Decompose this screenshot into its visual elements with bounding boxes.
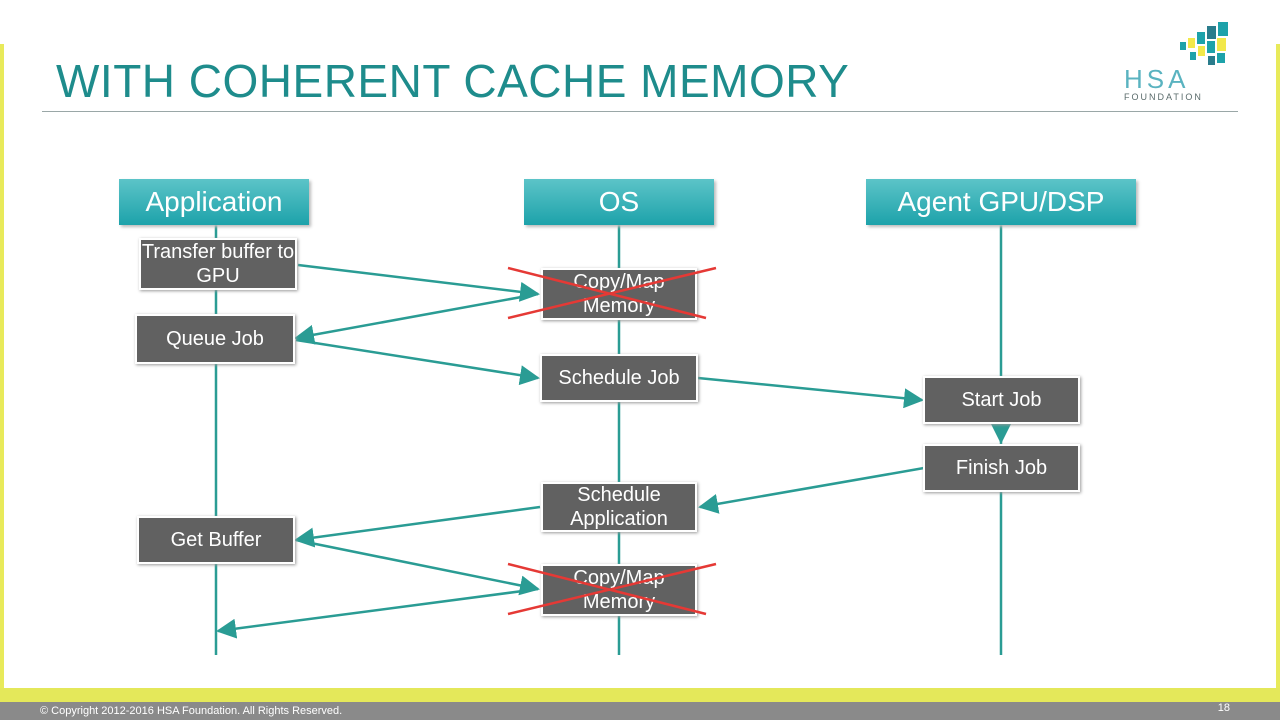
step-schedule-application: Schedule Application	[541, 482, 697, 532]
lane-header-agent: Agent GPU/DSP	[866, 179, 1136, 225]
arrow-get-buffer-to-copy	[295, 538, 540, 596]
cross-mark-1b	[507, 266, 717, 320]
step-start-job: Start Job	[923, 376, 1080, 424]
logo-text: HSA	[1124, 64, 1190, 94]
top-strip	[0, 0, 1280, 44]
step-copy-map-memory-2: Copy/Map Memory	[541, 564, 697, 616]
cross-mark-2b	[507, 562, 717, 616]
step-finish-job: Finish Job	[923, 444, 1080, 492]
left-edge	[0, 44, 4, 688]
right-edge	[1276, 44, 1280, 688]
arrow-queue-to-schedule	[295, 338, 540, 386]
arrow-copy-to-queue	[294, 292, 539, 345]
footer-accent-bar	[0, 688, 1280, 702]
lane-header-application: Application	[119, 179, 309, 225]
step-schedule-job: Schedule Job	[540, 354, 698, 402]
arrow-transfer-to-copy	[297, 263, 540, 302]
lane-header-os: OS	[524, 179, 714, 225]
page-title: WITH COHERENT CACHE MEMORY	[56, 55, 850, 107]
step-transfer-buffer: Transfer buffer to GPU	[139, 238, 297, 290]
step-queue-job: Queue Job	[135, 314, 295, 364]
title-divider	[42, 111, 1238, 112]
footer-bar	[0, 702, 1280, 720]
arrow-schedule-app-to-get-buffer	[294, 505, 541, 548]
logo-subtext: FOUNDATION	[1124, 92, 1203, 102]
arrow-copy-to-application	[216, 587, 539, 639]
step-get-buffer: Get Buffer	[137, 516, 295, 564]
step-copy-map-memory-1: Copy/Map Memory	[541, 268, 697, 320]
arrow-schedule-to-start	[697, 376, 924, 409]
arrow-finish-to-schedule-app	[698, 466, 925, 514]
page-number: 18	[1217, 702, 1230, 714]
hsa-logo-icon	[1180, 22, 1228, 65]
copyright-text: © Copyright 2012-2016 HSA Foundation. Al…	[40, 705, 343, 717]
